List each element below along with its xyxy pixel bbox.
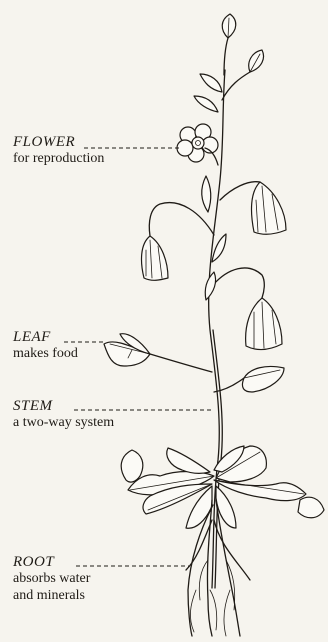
leaf-right — [242, 366, 284, 392]
root-label: ROOT — [13, 553, 90, 571]
basal-leaves — [121, 446, 324, 528]
root-label-group: ROOT absorbs water and minerals — [13, 553, 90, 605]
leaf-label: LEAF — [13, 328, 78, 346]
bell-flower-left — [142, 236, 168, 280]
leaf-left — [104, 334, 150, 366]
flower-bud-top — [222, 14, 236, 38]
flower-bud-right — [249, 50, 264, 72]
open-flower — [177, 124, 218, 162]
bell-flower-upper-right — [252, 182, 286, 234]
leaf-description: makes food — [13, 346, 78, 363]
root-description-line2: and minerals — [13, 588, 90, 605]
root-description-line1: absorbs water — [13, 571, 90, 588]
flower-label: FLOWER — [13, 133, 104, 151]
flower-label-group: FLOWER for reproduction — [13, 133, 104, 168]
stem-label-group: STEM a two-way system — [13, 397, 114, 432]
leaf-label-group: LEAF makes food — [13, 328, 78, 363]
stem-label: STEM — [13, 397, 114, 415]
stem-description: a two-way system — [13, 415, 114, 432]
bell-flower-middle-right — [246, 298, 282, 350]
flower-description: for reproduction — [13, 151, 104, 168]
